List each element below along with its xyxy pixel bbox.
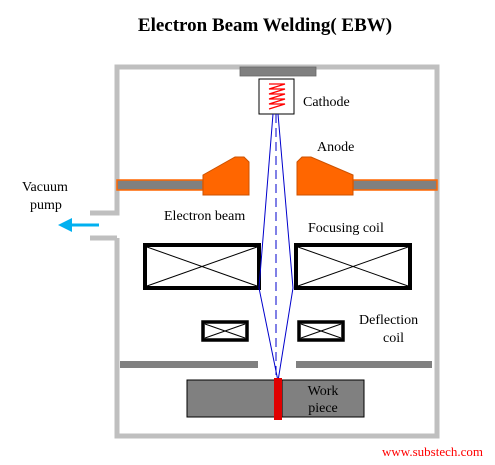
electron-beam-label: Electron beam xyxy=(164,209,245,224)
work-piece xyxy=(186,378,365,420)
anode-block-right xyxy=(296,156,354,196)
deflection-coil-right xyxy=(297,320,345,342)
work-piece-label-line2: piece xyxy=(308,401,338,416)
focusing-coil-label: Focusing coil xyxy=(308,221,384,236)
anode xyxy=(116,156,438,196)
weld-seam xyxy=(274,378,282,420)
cathode xyxy=(258,78,295,115)
vacuum-chamber xyxy=(90,64,440,439)
electron-beam xyxy=(258,113,294,382)
deflection-coil xyxy=(201,320,345,342)
diagram-title: Electron Beam Welding( EBW) xyxy=(138,15,392,36)
anode-plate-left xyxy=(116,179,204,191)
deflection-coil-label-line1: Deflection xyxy=(359,313,418,328)
anode-block-left xyxy=(202,156,250,196)
source-url-link[interactable]: www.substech.com xyxy=(382,444,483,459)
vacuum-pump-arrow-icon xyxy=(58,218,99,232)
deflection-coil-label-line2: coil xyxy=(383,331,404,346)
vacuum-label-line2: pump xyxy=(30,198,62,213)
vacuum-label-line1: Vacuum xyxy=(22,180,68,195)
cathode-mount-plate xyxy=(239,66,317,77)
filament-icon xyxy=(268,83,286,110)
aperture-plate-right xyxy=(296,361,432,368)
aperture-plate-left xyxy=(120,361,258,368)
deflection-coil-left xyxy=(201,320,249,342)
cathode-label: Cathode xyxy=(303,95,350,110)
anode-plate-right xyxy=(352,179,438,191)
focusing-coil-right xyxy=(294,243,412,290)
work-piece-label-line1: Work xyxy=(308,384,339,399)
anode-label: Anode xyxy=(317,140,354,155)
focusing-coil-left xyxy=(143,243,261,290)
focusing-coil xyxy=(143,243,412,290)
